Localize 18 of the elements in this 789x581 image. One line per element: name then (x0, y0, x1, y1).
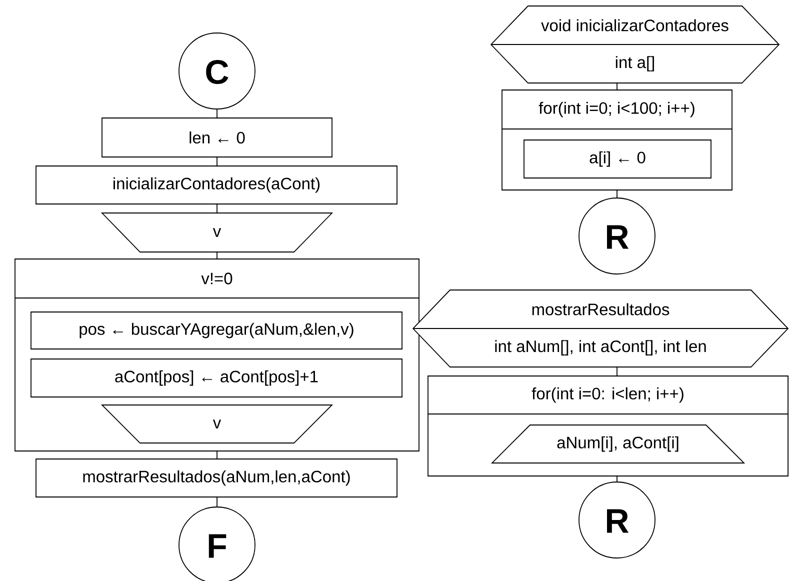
node-label: mostrarResultados (532, 303, 670, 316)
process-box: len ← 0 (102, 118, 332, 158)
process-box: a[i] ← 0 (524, 140, 712, 178)
process-box: mostrarResultados(aNum,len,aCont) (36, 458, 398, 498)
connector-line (616, 82, 618, 90)
connector-line (616, 190, 618, 198)
connector-line (216, 496, 218, 508)
process-box: pos ← buscarYAgregar(aNum,&len,v) (30, 312, 402, 350)
node-label: int aNum[], int aCont[], int len (495, 340, 706, 356)
process-box: aCont[pos] ← aCont[pos]+1 (30, 358, 402, 398)
connector-line (616, 476, 618, 482)
connector-line (216, 252, 218, 260)
connector-line (216, 156, 218, 166)
process-box: inicializarContadores(aCont) (36, 166, 398, 204)
connector-line (216, 450, 218, 460)
connector-line (216, 204, 218, 214)
connector-line (216, 108, 218, 118)
connector-line (616, 366, 618, 376)
